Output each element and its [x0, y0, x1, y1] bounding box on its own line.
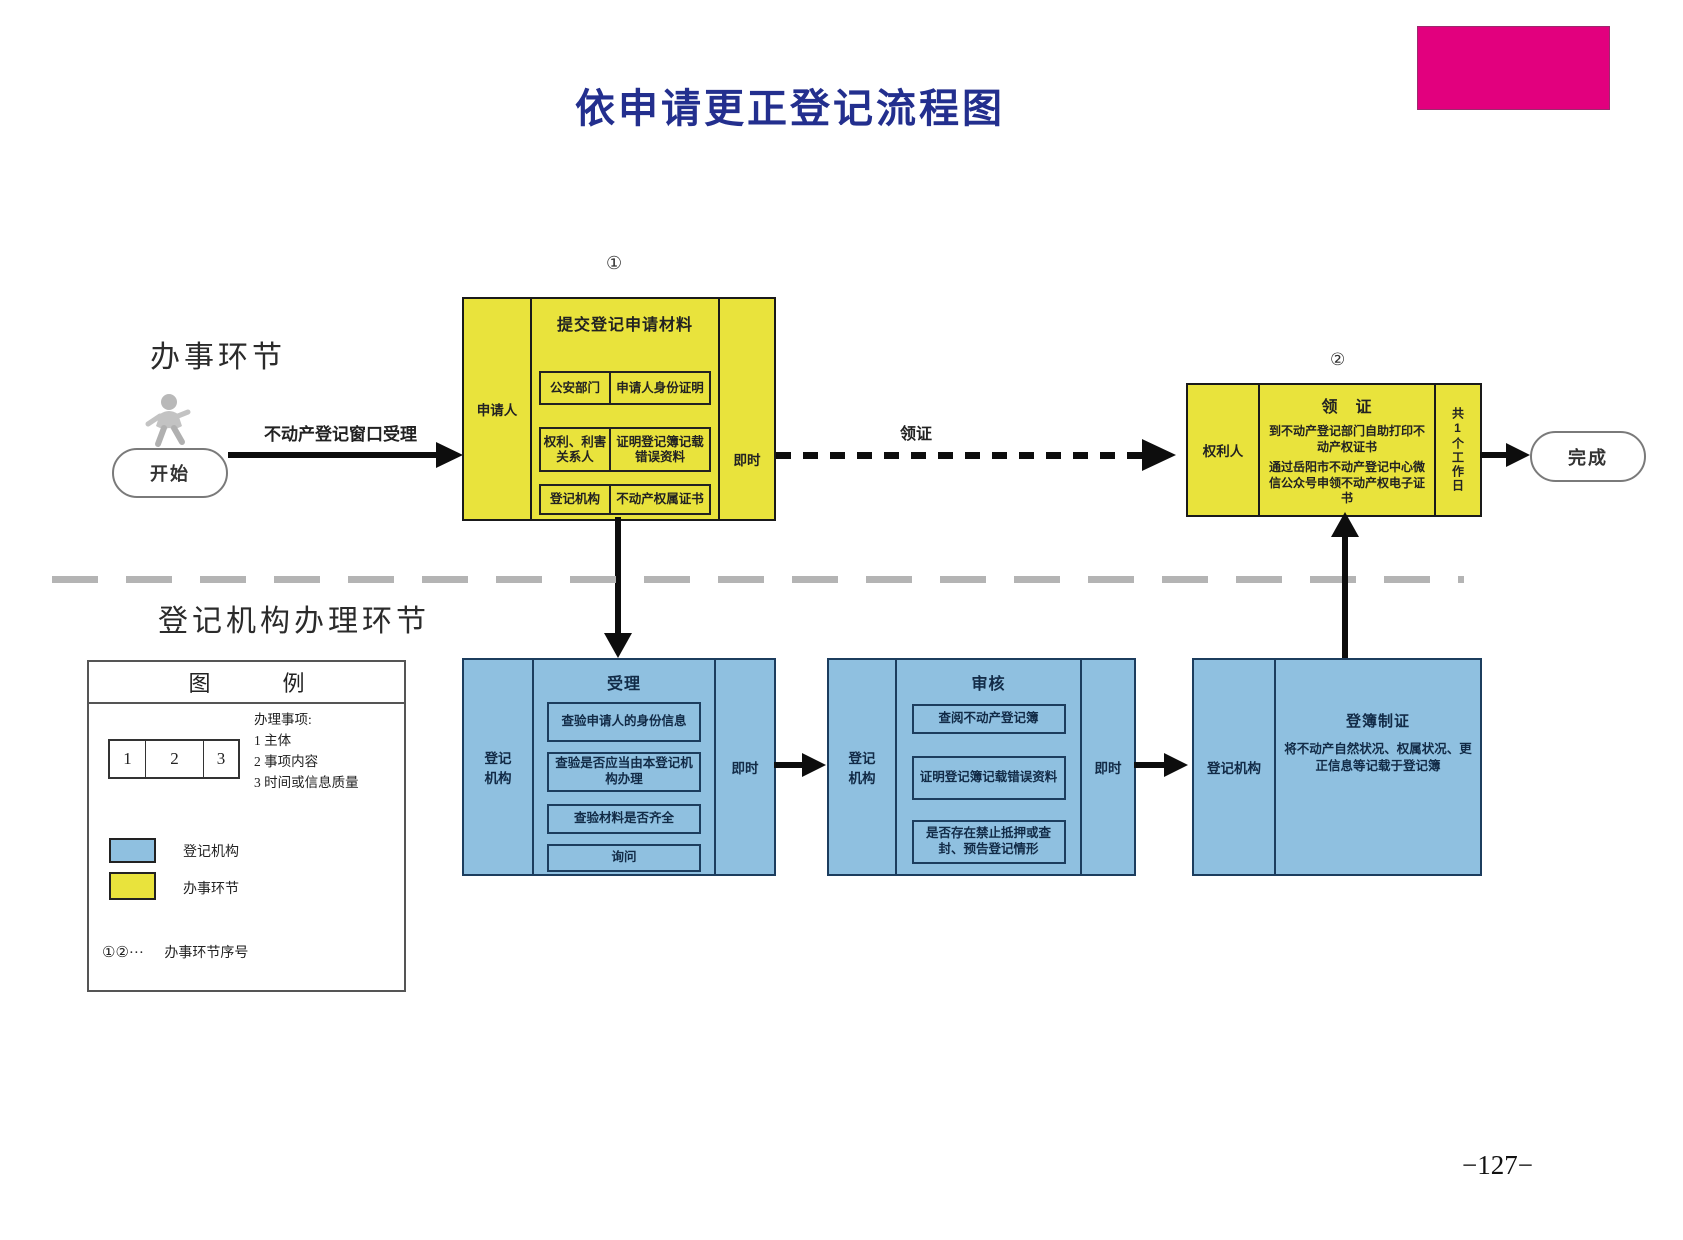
review-record-arrow — [1134, 762, 1166, 768]
legend-header-left: 图 — [188, 671, 211, 696]
collect-title: 领 证 — [1321, 399, 1373, 416]
record-title: 登簿制证 — [1345, 713, 1410, 730]
record-up-arrow — [1342, 534, 1348, 658]
start-arrow-head — [436, 442, 463, 468]
material-party: 登记机构 — [541, 486, 611, 513]
material-row: 权利、利害关系人 证明登记簿记载错误资料 — [539, 427, 711, 472]
submit-content: 提交登记申请材料 公安部门 申请人身份证明 权利、利害关系人 证明登记簿记载错误… — [532, 299, 718, 519]
legend-seq-symbols: ①②··· — [102, 945, 144, 961]
record-content: 登簿制证 将不动产自然状况、权属状况、更正信息等记载于登记簿 — [1276, 660, 1480, 874]
submit-actor: 申请人 — [464, 299, 532, 519]
legend-cell-1: 1 — [110, 741, 146, 777]
collect-step-box: 权利人 领 证 到不动产登记部门自助打印不动产权证书 通过岳阳市不动产登记中心微… — [1186, 383, 1482, 517]
applicant-section-label: 办事环节 — [150, 341, 286, 374]
review-actor: 登记机构 — [829, 660, 897, 874]
review-title: 审核 — [971, 676, 1006, 693]
pink-banner — [1417, 26, 1610, 110]
accept-item: 查验材料是否齐全 — [547, 804, 701, 834]
submit-step-box: 申请人 提交登记申请材料 公安部门 申请人身份证明 权利、利害关系人 证明登记簿… — [462, 297, 776, 521]
legend-header-right: 例 — [282, 671, 305, 696]
step2-seq-mark: ② — [1330, 350, 1346, 369]
page-number: −127− — [1462, 1150, 1533, 1180]
record-actor: 登记机构 — [1194, 660, 1276, 874]
legend-seq-note: ①②··· 办事环节序号 — [102, 942, 248, 962]
submit-down-arrow-head — [604, 633, 632, 658]
legend-matter-3: 3 时间或信息质量 — [254, 774, 359, 790]
collect-line-1: 到不动产登记部门自助打印不动产权证书 — [1268, 424, 1425, 454]
material-party: 权利、利害关系人 — [541, 429, 611, 470]
submit-time: 即时 — [718, 299, 774, 519]
finish-node: 完成 — [1530, 431, 1646, 482]
material-name: 申请人身份证明 — [616, 380, 704, 395]
review-content: 审核 查阅不动产登记簿 证明登记簿记载错误资料 是否存在禁止抵押或查封、预告登记… — [897, 660, 1080, 874]
material-name: 证明登记簿记载错误资料 — [616, 434, 704, 464]
legend-header: 图 例 — [89, 662, 404, 704]
person-icon — [138, 392, 198, 450]
accept-actor: 登记机构 — [464, 660, 534, 874]
section-divider — [52, 576, 1464, 583]
material-row: 登记机构 不动产权属证书 — [539, 484, 711, 515]
record-desc: 将不动产自然状况、权属状况、更正信息等记载于登记簿 — [1284, 742, 1472, 773]
record-up-arrow-head — [1331, 512, 1359, 537]
collect-time: 共1个工作日 — [1434, 385, 1480, 515]
collect-dashed-arrow — [776, 452, 1144, 459]
collect-line-2: 通过岳阳市不动产登记中心微信公众号申领不动产权电子证书 — [1268, 460, 1425, 506]
legend-sample-cells: 1 2 3 — [108, 739, 240, 779]
submit-title: 提交登记申请材料 — [556, 317, 693, 334]
legend-seq-label: 办事环节序号 — [164, 946, 249, 961]
review-time: 即时 — [1080, 660, 1134, 874]
accept-item: 询问 — [547, 844, 701, 872]
collect-arrow-label: 领证 — [899, 426, 932, 443]
legend-matter-1: 1 主体 — [254, 732, 292, 748]
accept-item: 查验申请人的身份信息 — [547, 702, 701, 742]
accept-title: 受理 — [606, 676, 641, 693]
review-item: 是否存在禁止抵押或查封、预告登记情形 — [911, 820, 1066, 864]
accept-content: 受理 查验申请人的身份信息 查验是否应当由本登记机构办理 查验材料是否齐全 询问 — [534, 660, 714, 874]
record-step-box: 登记机构 登簿制证 将不动产自然状况、权属状况、更正信息等记载于登记簿 — [1192, 658, 1482, 876]
review-item: 查阅不动产登记簿 — [911, 704, 1066, 734]
legend-matters: 办理事项: 1 主体 2 事项内容 3 时间或信息质量 — [254, 710, 359, 794]
review-actor-label: 登记机构 — [848, 751, 876, 786]
legend-box: 图 例 1 2 3 办理事项: 1 主体 2 事项内容 3 时间或信息质量 登记… — [87, 660, 406, 992]
window-accept-label: 不动产登记窗口受理 — [264, 425, 417, 444]
page-title: 依申请更正登记流程图 — [575, 86, 1005, 131]
legend-swatch-blue-label: 登记机构 — [183, 845, 239, 860]
material-name: 不动产权属证书 — [616, 492, 704, 506]
step1-seq-mark: ① — [606, 253, 623, 273]
material-party: 公安部门 — [541, 373, 611, 403]
legend-swatch-blue — [109, 838, 156, 863]
accept-review-arrow — [774, 762, 806, 768]
accept-item: 查验是否应当由本登记机构办理 — [547, 752, 701, 792]
material-row: 公安部门 申请人身份证明 — [539, 371, 711, 405]
review-record-arrow-head — [1164, 753, 1188, 777]
review-step-box: 登记机构 审核 查阅不动产登记簿 证明登记簿记载错误资料 是否存在禁止抵押或查封… — [827, 658, 1136, 876]
accept-review-arrow-head — [802, 753, 826, 777]
accept-step-box: 登记机构 受理 查验申请人的身份信息 查验是否应当由本登记机构办理 查验材料是否… — [462, 658, 776, 876]
start-node: 开始 — [112, 448, 228, 498]
review-item: 证明登记簿记载错误资料 — [911, 756, 1066, 800]
legend-cell-2: 2 — [146, 741, 204, 777]
legend-swatch-yellow — [109, 872, 156, 900]
accept-time: 即时 — [714, 660, 774, 874]
legend-matter-2: 2 事项内容 — [254, 753, 319, 769]
legend-matters-title: 办理事项: — [254, 712, 312, 727]
accept-actor-label: 登记机构 — [484, 751, 512, 786]
start-arrow — [228, 452, 440, 458]
collect-actor: 权利人 — [1188, 385, 1260, 515]
finish-arrow-head — [1506, 443, 1530, 467]
legend-cell-3: 3 — [216, 749, 226, 768]
agency-section-label: 登记机构办理环节 — [158, 605, 430, 638]
legend-swatch-yellow-label: 办事环节 — [183, 882, 239, 897]
finish-arrow — [1480, 452, 1514, 458]
collect-content: 领 证 到不动产登记部门自助打印不动产权证书 通过岳阳市不动产登记中心微信公众号… — [1260, 385, 1434, 515]
collect-arrow-head — [1142, 439, 1176, 471]
